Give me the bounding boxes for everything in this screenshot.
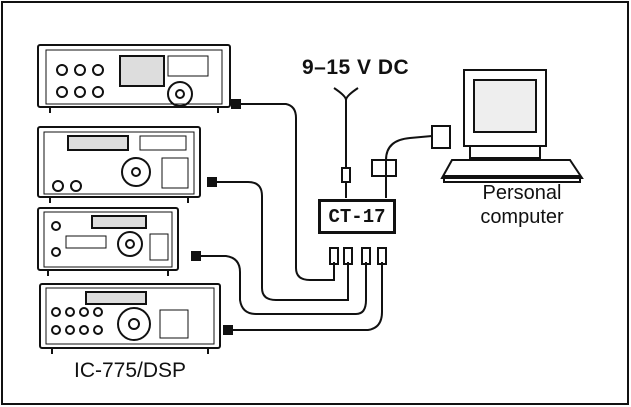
power-supply-label: 9–15 V DC — [302, 56, 409, 80]
computer-label: Personal computer — [467, 181, 577, 229]
transceiver-2 — [38, 127, 200, 203]
personal-computer — [442, 70, 582, 182]
dc-plug — [334, 88, 358, 198]
transceiver-3 — [38, 208, 178, 276]
computer-label-line2: computer — [467, 205, 577, 229]
transceiver-1 — [38, 45, 230, 113]
ct17-label: CT-17 — [328, 206, 385, 228]
computer-label-line1: Personal — [467, 181, 577, 205]
ct17-interface-box: CT-17 — [318, 199, 396, 234]
serial-cable — [372, 126, 450, 198]
transceiver-ic775 — [40, 284, 220, 354]
model-label: IC-775/DSP — [74, 359, 186, 383]
